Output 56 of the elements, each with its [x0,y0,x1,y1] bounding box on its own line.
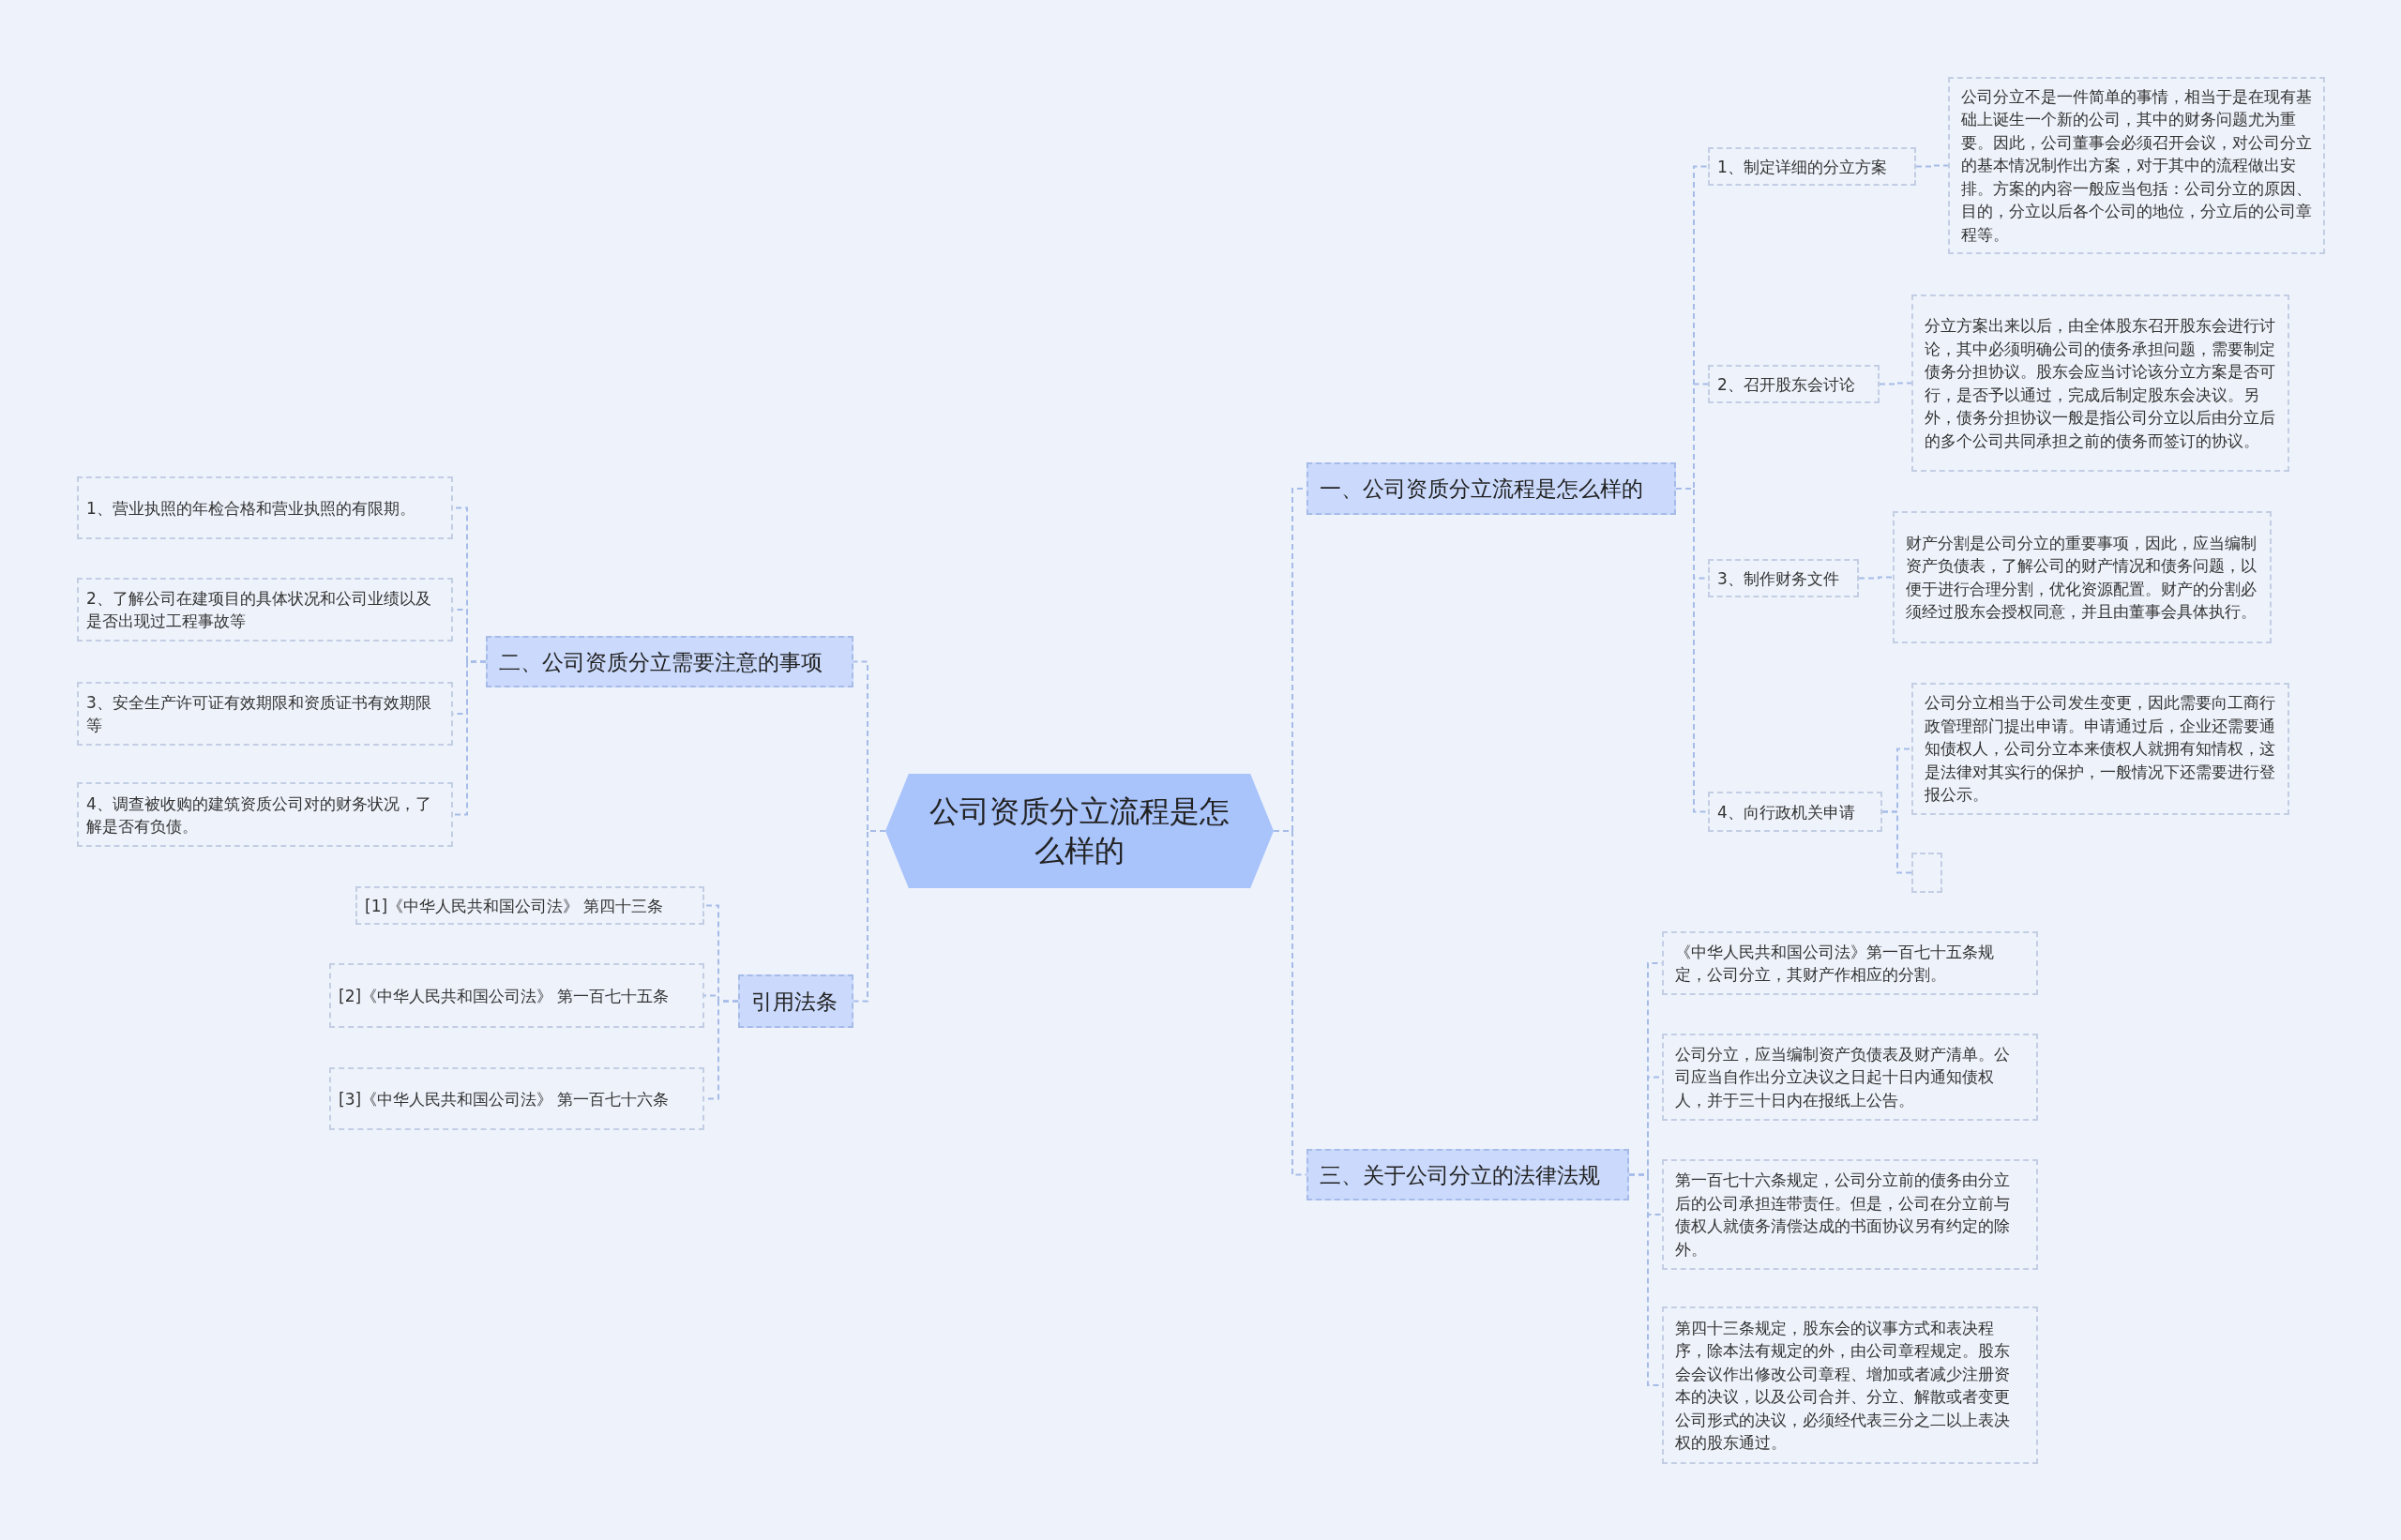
topic-text: 2、召开股东会讨论 [1717,373,1855,396]
topic-text: [1]《中华人民共和国公司法》 第四十三条 [365,895,664,917]
connector-line [452,660,487,816]
note-box [1948,77,2325,254]
topic-text: 三、关于公司分立的法律法规 [1320,1161,1600,1189]
branch-topic [486,636,853,687]
empty-box [1911,853,1942,893]
subtopic-box [329,963,704,1028]
topic-text: 公司资质分立流程是怎么样的 [929,793,1231,870]
connector-line [853,830,886,1003]
connector-line [1858,576,1894,580]
topic-text: [3]《中华人民共和国公司法》 第一百七十六条 [339,1088,670,1110]
note-box [1662,931,2038,995]
topic-text: 4、向行政机关申请 [1717,801,1855,823]
topic-text: 引用法条 [751,988,838,1016]
branch-topic [1306,1149,1629,1200]
note-box [1662,1034,2038,1121]
note-box [1911,294,2289,472]
branch-topic [1306,462,1676,515]
note-box [1911,683,2289,815]
topic-text: 1、制定详细的分立方案 [1717,156,1887,178]
topic-text: 3、制作财务文件 [1717,567,1839,590]
central-topic [885,774,1274,888]
subtopic-box [77,476,453,539]
branch-topic [738,974,853,1028]
topic-text: 4、调查被收购的建筑资质公司对的财务状况，了解是否有负债。 [86,793,432,838]
subtopic-box [1708,792,1882,832]
subtopic-box [77,578,453,642]
topic-text: 一、公司资质分立流程是怎么样的 [1320,476,1643,503]
topic-text: 分立方案出来以后，由全体股东召开股东会进行讨论，其中必须明确公司的债务承担问题，需要制定债务分担协议。股东会应当讨论该分立方案是否可行，是否予以通过，完成后制定股东会决议。另外，债务分担协议一般是指公司分立以后由分立后的多个公司共同承担之前的债务而签订的协议。 [1925,315,2276,452]
subtopic-box [355,886,704,925]
connector-line [1879,382,1912,385]
topic-text: 第一百七十六条规定，公司分立前的债务由分立后的公司承担连带责任。但是，公司在分立前与债权人就债务清偿达成的书面协议另有约定的除外。 [1675,1170,2011,1261]
topic-text: 公司分立不是一件简单的事情，相当于是在现有基础上诞生一个新的公司，其中的财务问题尤为重要。因此，公司董事会必须召开会议，对公司分立的基本情况制作出方案，对于其中的流程做出安排。方案的内容一般应当包括：公司分立的原因、目的，分立以后各个公司的地位，分立后的公司章程等。 [1961,85,2312,246]
subtopic-box [1708,147,1916,186]
note-box [1893,511,2272,643]
topic-text: 2、了解公司在建项目的具体状况和公司业绩以及是否出现过工程事故等 [86,588,432,632]
topic-text: 财产分割是公司分立的重要事项，因此，应当编制资产负债表，了解公司的财产情况和债务问题，以便于进行合理分割，优化资源配置。财产的分割必须经过股东会授权同意，并且由董事会具体执行。 [1906,532,2258,623]
topic-text: 第四十三条规定，股东会的议事方式和表决程序，除本法有规定的外，由公司章程规定。股东会会议作出修改公司章程、增加或者减少注册资本的决议，以及公司合并、分立、解散或者变更公司形式的决议，必须经代表三分之二以上表决权的股东通过。 [1675,1317,2011,1454]
note-box [1662,1159,2038,1270]
subtopic-box [1708,365,1880,403]
topic-text: 3、安全生产许可证有效期限和资质证书有效期限等 [86,692,432,736]
topic-text: 公司分立，应当编制资产负债表及财产清单。公司应当自作出分立决议之日起十日内通知债权人，并于三十日内在报纸上公告。 [1675,1043,2011,1111]
subtopic-box [77,682,453,746]
subtopic-box [329,1067,704,1130]
topic-text: [2]《中华人民共和国公司法》 第一百七十五条 [339,985,670,1007]
note-box [1662,1306,2038,1464]
connector-line [1675,488,1709,813]
topic-text: 公司分立相当于公司发生变更，因此需要向工商行政管理部门提出申请。申请通过后，企业还需要通知债权人，公司分立本来债权人就拥有知情权，这是法律对其实行的保护，一般情况下还需要进行登报公示。 [1925,692,2276,807]
topic-text: 二、公司资质分立需要注意的事项 [499,648,823,676]
subtopic-box [77,782,453,847]
connector-line [1915,164,1949,168]
subtopic-box [1708,559,1859,597]
connector-line [1881,810,1912,874]
topic-text: 1、营业执照的年检合格和营业执照的有限期。 [86,497,415,520]
topic-text: 《中华人民共和国公司法》第一百七十五条规定，公司分立，其财产作相应的分割。 [1675,941,1995,986]
